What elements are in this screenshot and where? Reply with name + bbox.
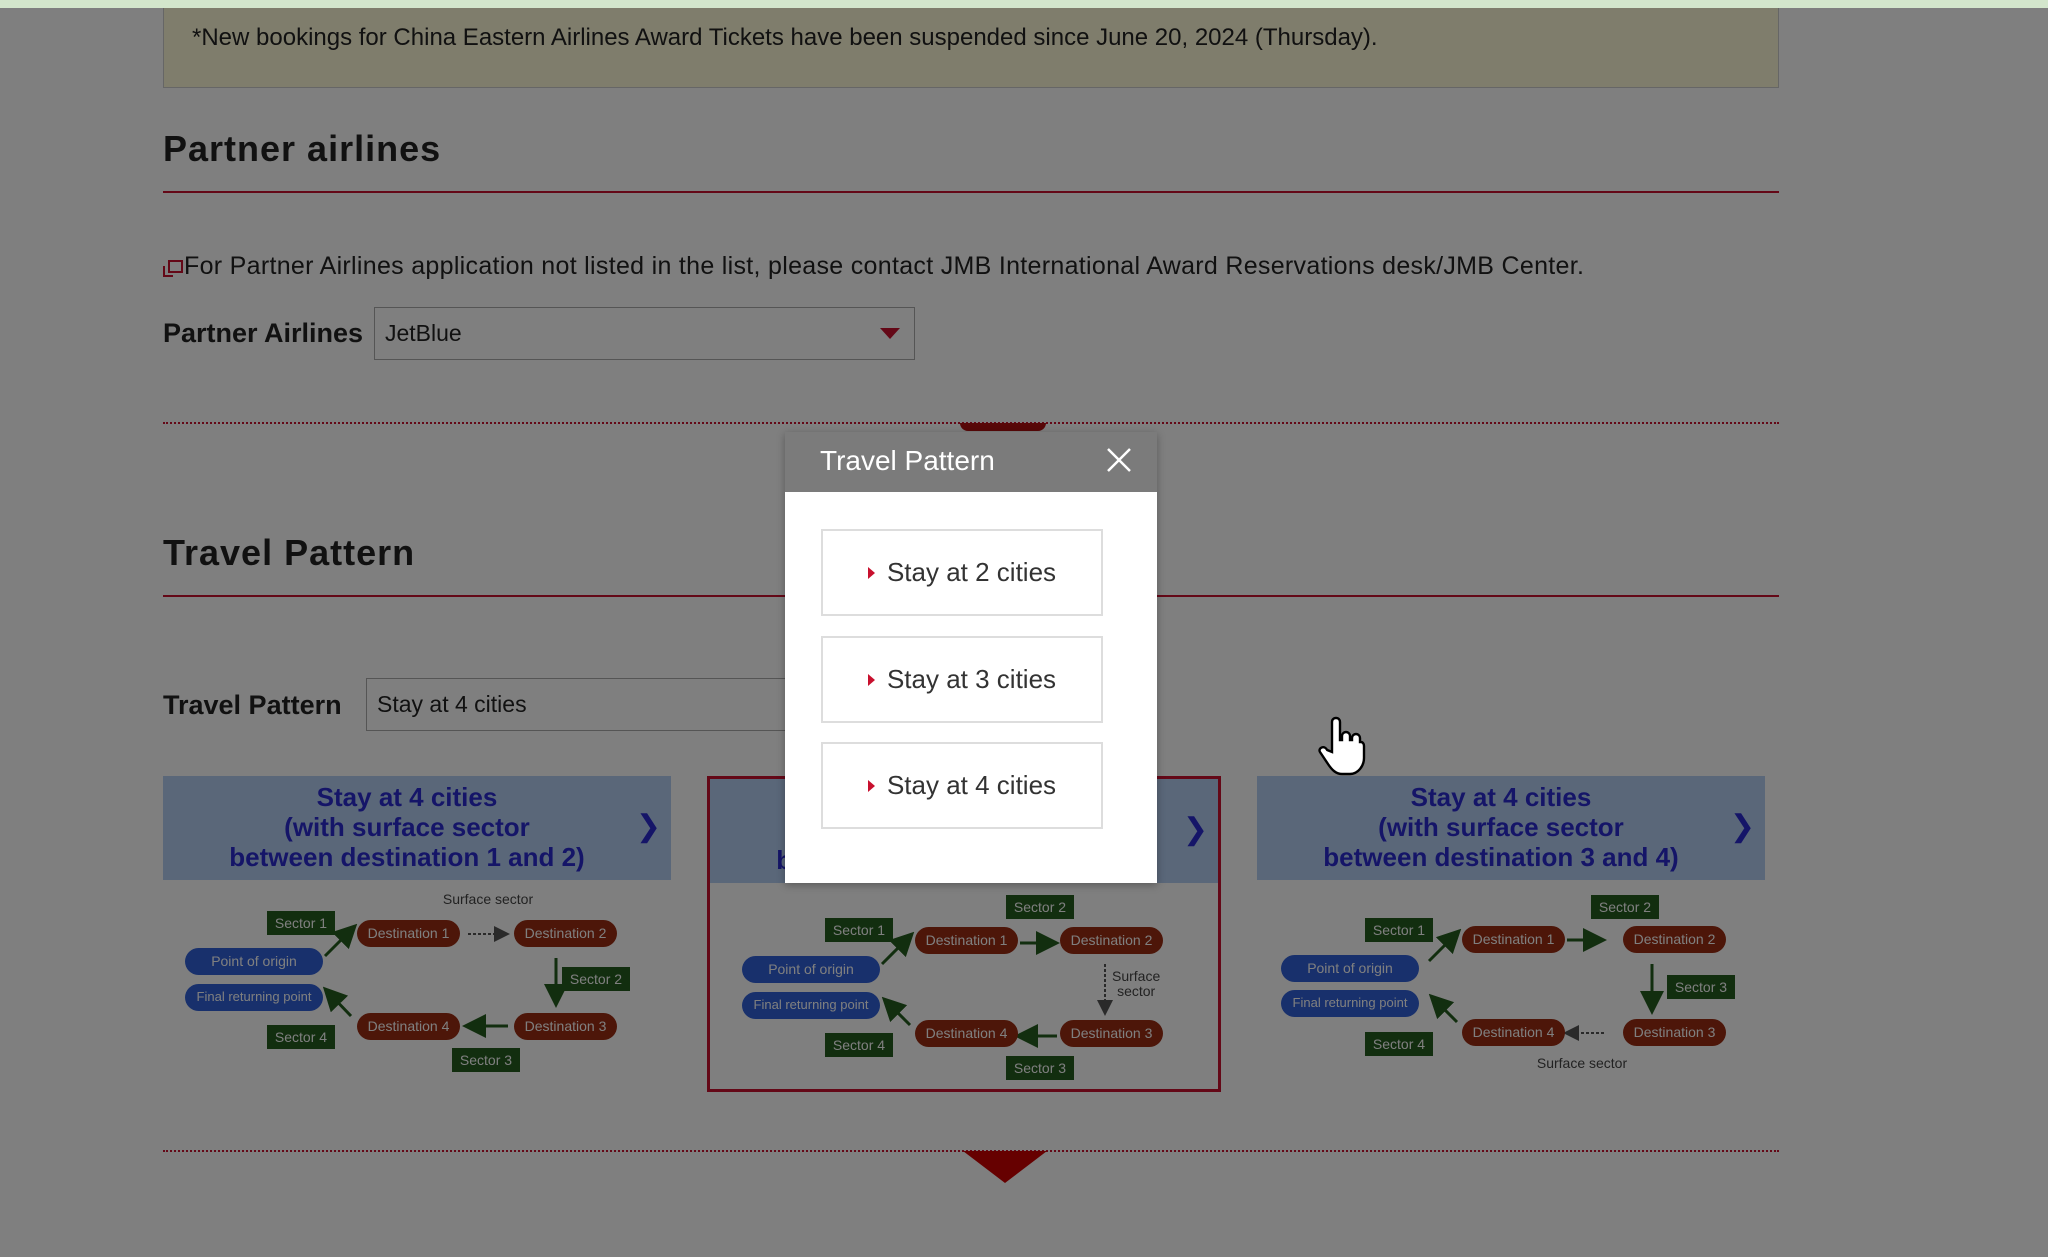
arrow-right-icon bbox=[867, 566, 875, 579]
modal-title: Travel Pattern bbox=[820, 445, 995, 476]
modal-header: Travel Pattern bbox=[785, 432, 1157, 492]
arrow-right-icon bbox=[867, 779, 875, 792]
browser-top-bar bbox=[0, 0, 2048, 8]
option-stay-4-cities[interactable]: Stay at 4 cities bbox=[821, 742, 1103, 829]
option-label: Stay at 4 cities bbox=[886, 770, 1057, 800]
option-stay-3-cities[interactable]: Stay at 3 cities bbox=[821, 636, 1103, 723]
hand-cursor-icon bbox=[1318, 716, 1366, 776]
option-stay-2-cities[interactable]: Stay at 2 cities bbox=[821, 529, 1103, 616]
option-label: Stay at 2 cities bbox=[886, 557, 1057, 587]
option-label: Stay at 3 cities bbox=[886, 664, 1057, 694]
travel-pattern-modal: Travel Pattern Stay at 2 cities Stay at … bbox=[785, 432, 1157, 883]
arrow-right-icon bbox=[867, 673, 875, 686]
close-icon[interactable] bbox=[1105, 446, 1133, 474]
